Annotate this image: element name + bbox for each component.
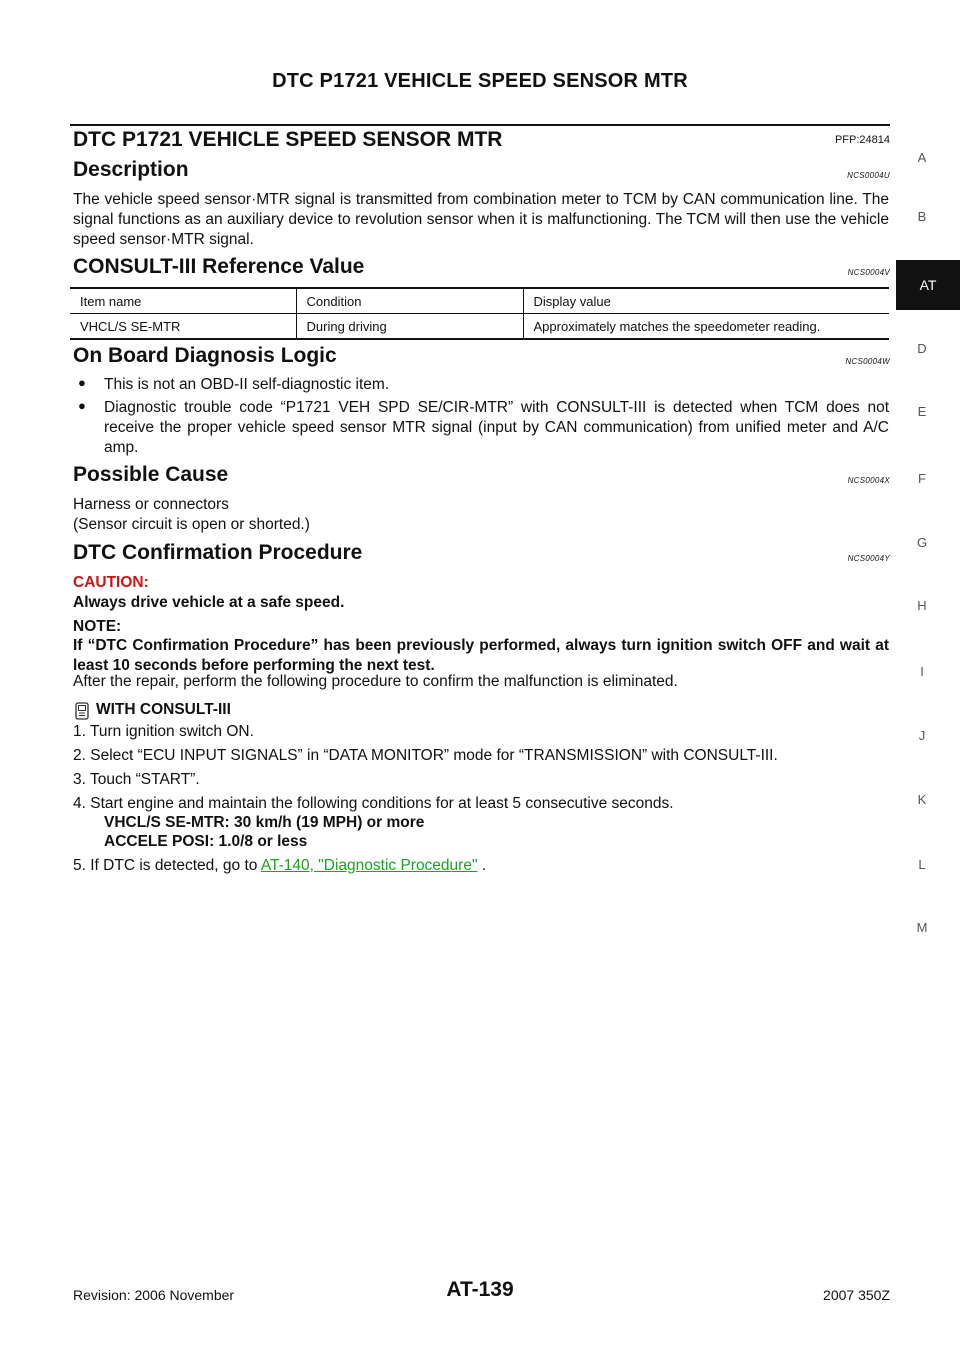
step-4: 4. Start engine and maintain the followi… bbox=[73, 795, 674, 812]
confirm-code: NCS0004Y bbox=[847, 554, 890, 563]
note-label: NOTE: bbox=[73, 618, 122, 635]
cause-line-2: (Sensor circuit is open or shorted.) bbox=[73, 516, 310, 533]
reference-table: Item name Condition Display value VHCL/S… bbox=[70, 287, 889, 340]
step-3: 3. Touch “START”. bbox=[73, 771, 200, 788]
side-tab-d[interactable]: D bbox=[917, 341, 927, 356]
side-tab-m[interactable]: M bbox=[916, 920, 928, 935]
bullet-icon: ● bbox=[78, 375, 86, 390]
document-title: DTC P1721 VEHICLE SPEED SENSOR MTR bbox=[73, 128, 503, 151]
side-tab-l[interactable]: L bbox=[918, 857, 926, 872]
caution-text: Always drive vehicle at a safe speed. bbox=[73, 594, 345, 611]
description-heading: Description bbox=[73, 158, 189, 181]
header-rule bbox=[70, 124, 890, 126]
footer-page-number: AT-139 bbox=[446, 1278, 514, 1301]
side-tab-at-active[interactable]: AT bbox=[896, 260, 960, 310]
side-tab-h[interactable]: H bbox=[917, 598, 927, 613]
step-5-text: 5. If DTC is detected, go to bbox=[73, 857, 261, 874]
side-tab-g[interactable]: G bbox=[916, 535, 928, 550]
obd-bullet-2: Diagnostic trouble code “P1721 VEH SPD S… bbox=[104, 399, 889, 456]
step-5: 5. If DTC is detected, go to AT-140, "Di… bbox=[73, 856, 889, 876]
table-header-row: Item name Condition Display value bbox=[70, 288, 889, 314]
part-number: PFP:24814 bbox=[834, 134, 890, 146]
condition-speed: VHCL/S SE-MTR: 30 km/h (19 MPH) or more bbox=[104, 814, 425, 831]
after-repair-text: After the repair, perform the following … bbox=[73, 673, 678, 690]
confirm-heading: DTC Confirmation Procedure bbox=[73, 541, 363, 564]
side-tab-k[interactable]: K bbox=[917, 792, 927, 807]
caution-label: CAUTION: bbox=[73, 574, 149, 591]
side-tab-j[interactable]: J bbox=[918, 728, 926, 743]
side-tab-i[interactable]: I bbox=[920, 664, 924, 679]
consult-tool-icon bbox=[73, 702, 91, 720]
cell-item-name: VHCL/S SE-MTR bbox=[80, 318, 181, 334]
diagnostic-procedure-link[interactable]: AT-140, "Diagnostic Procedure" bbox=[260, 857, 478, 874]
side-tab-b[interactable]: B bbox=[917, 209, 927, 224]
column-header-condition: Condition bbox=[295, 288, 523, 314]
column-header-display-value: Display value bbox=[522, 288, 889, 314]
reference-code: NCS0004V bbox=[847, 268, 890, 277]
cause-line-1: Harness or connectors bbox=[73, 496, 229, 513]
obd-heading: On Board Diagnosis Logic bbox=[73, 344, 337, 367]
cell-condition: During driving bbox=[295, 313, 523, 339]
condition-accel: ACCELE POSI: 1.0/8 or less bbox=[104, 833, 308, 850]
cause-code: NCS0004X bbox=[847, 476, 890, 485]
description-text: The vehicle speed sensor·MTR signal is t… bbox=[73, 191, 889, 248]
obd-code: NCS0004W bbox=[845, 357, 890, 366]
description-code: NCS0004U bbox=[847, 171, 890, 180]
column-header-item-name: Item name bbox=[80, 293, 142, 309]
reference-heading: CONSULT-III Reference Value bbox=[73, 255, 365, 278]
bullet-icon: ● bbox=[78, 398, 86, 413]
side-tab-f[interactable]: F bbox=[918, 471, 926, 486]
side-tab-a[interactable]: A bbox=[917, 150, 927, 165]
footer-model: 2007 350Z bbox=[823, 1287, 890, 1303]
obd-bullet-1: This is not an OBD-II self-diagnostic it… bbox=[104, 376, 390, 393]
step-2: 2. Select “ECU INPUT SIGNALS” in “DATA M… bbox=[73, 747, 778, 764]
footer-revision: Revision: 2006 November bbox=[73, 1287, 235, 1303]
page-header-title: DTC P1721 VEHICLE SPEED SENSOR MTR bbox=[272, 70, 688, 92]
table-row: VHCL/S SE-MTR During driving Approximate… bbox=[70, 313, 889, 339]
step-5-suffix: . bbox=[477, 857, 487, 874]
note-text: If “DTC Confirmation Procedure” has been… bbox=[73, 637, 889, 674]
cause-heading: Possible Cause bbox=[73, 463, 229, 486]
step-1: 1. Turn ignition switch ON. bbox=[73, 723, 254, 740]
with-consult-label: WITH CONSULT-III bbox=[96, 701, 231, 718]
side-tab-e[interactable]: E bbox=[917, 404, 927, 419]
cell-display-value: Approximately matches the speedometer re… bbox=[522, 313, 889, 339]
